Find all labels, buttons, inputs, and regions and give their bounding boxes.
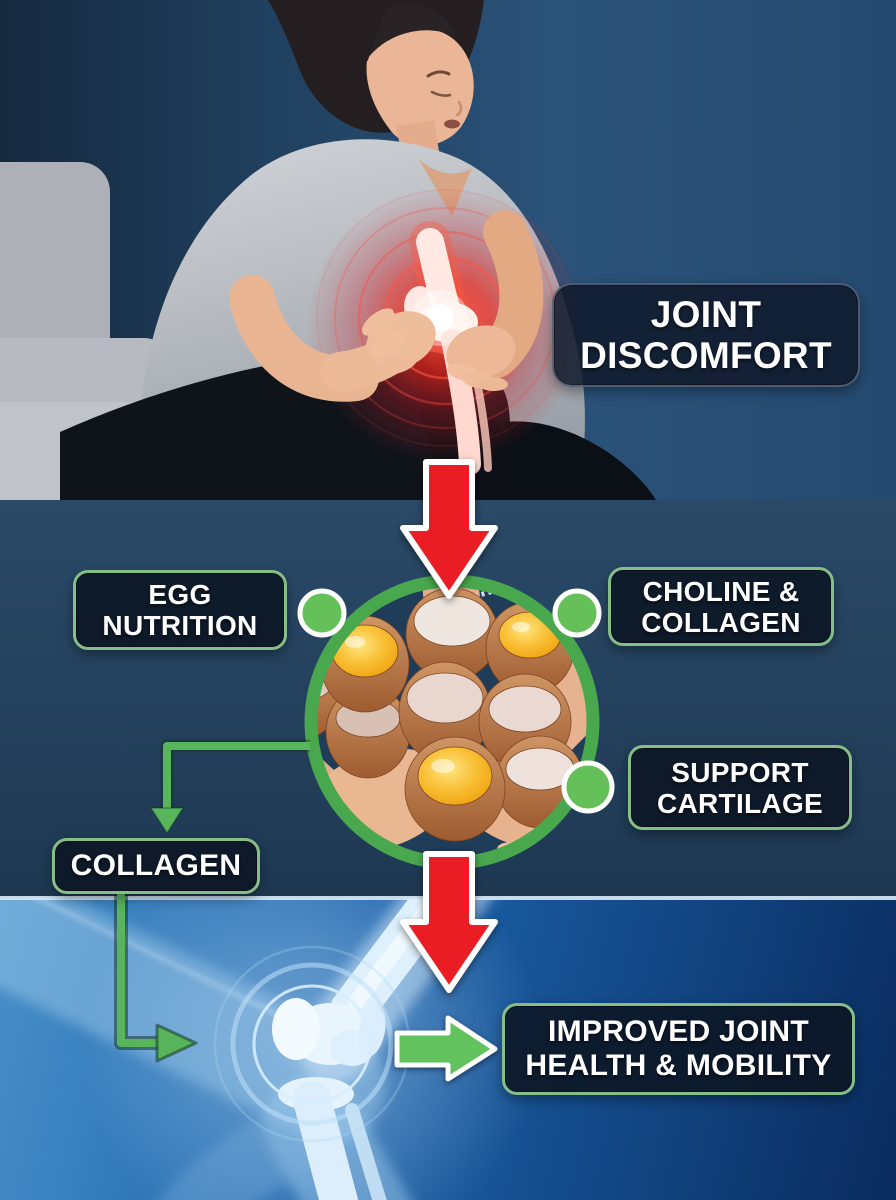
joint-discomfort-label: JOINT DISCOMFORT — [552, 283, 860, 387]
label-line: IMPROVED JOINT — [548, 1015, 809, 1048]
label-line: HEALTH & MOBILITY — [525, 1049, 832, 1082]
green-dot-icons — [297, 588, 615, 814]
green-dot-choline-collagen — [552, 588, 602, 638]
label-line: NUTRITION — [102, 610, 258, 641]
knee-connector-arrow-icon — [114, 893, 198, 1063]
hands-holding-knee — [229, 210, 544, 402]
label-line: JOINT — [650, 294, 762, 335]
label-line: CARTILAGE — [656, 787, 824, 819]
label-line: COLLAGEN — [70, 849, 242, 882]
label-line: DISCOMFORT — [580, 335, 832, 376]
label-line: SUPPORT — [671, 756, 809, 788]
green-dot-support-cartilage — [561, 760, 615, 814]
green-dot-egg-nutrition — [297, 588, 347, 638]
label-line: CHOLINE & — [642, 575, 800, 607]
support-cartilage-label: SUPPORT CARTILAGE — [628, 745, 852, 830]
label-line: EGG — [148, 579, 212, 610]
collagen-connector-arrow-icon — [149, 739, 310, 835]
collagen-label: COLLAGEN — [52, 838, 260, 894]
red-down-arrow-2-icon — [400, 851, 498, 993]
egg-nutrition-label: EGG NUTRITION — [73, 570, 287, 650]
red-down-arrow-1-icon — [400, 459, 498, 599]
green-right-arrow-icon — [394, 1015, 498, 1082]
label-line: COLLAGEN — [641, 606, 801, 638]
improved-joint-health-label: IMPROVED JOINT HEALTH & MOBILITY — [502, 1003, 855, 1095]
choline-collagen-label: CHOLINE & COLLAGEN — [608, 567, 834, 646]
